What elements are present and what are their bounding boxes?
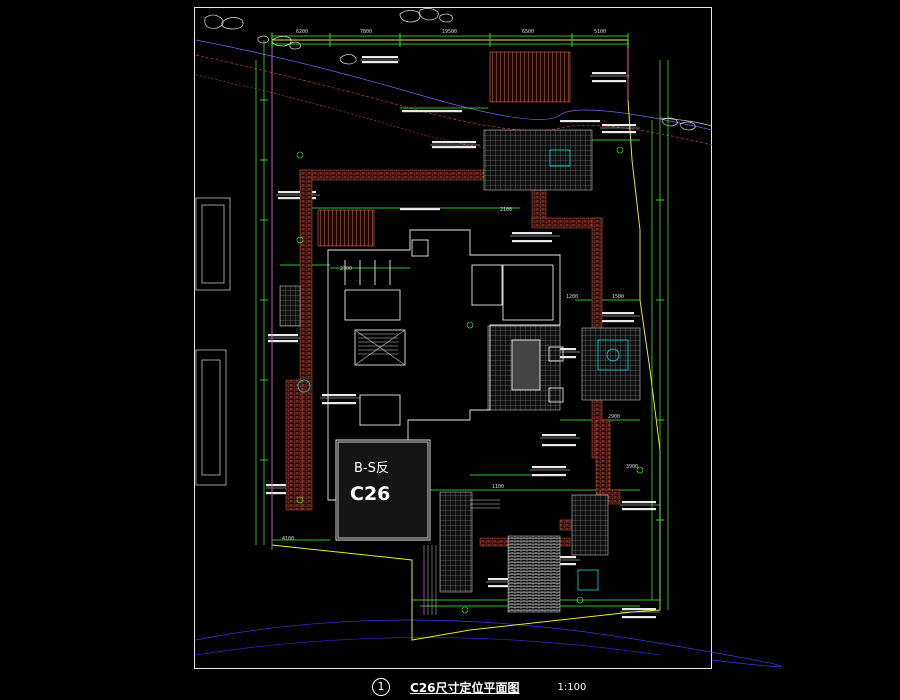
neighbor-buildings [195, 197, 231, 486]
dim-label: 4100 [282, 536, 294, 542]
timber-decks [317, 51, 571, 247]
garage-block [337, 441, 429, 539]
dim-label: 1100 [492, 484, 504, 490]
drawing-scale: 1:100 [557, 681, 587, 693]
drawing-title-block: 1 C26尺寸定位平面图 1:100 [372, 677, 586, 697]
drawing-border [194, 7, 712, 669]
top-dimension-labels: 6200 7800 19500 6500 5100 2100 2300 1100… [282, 29, 638, 542]
plot-code-label: C26 [350, 483, 390, 505]
dim-label: 2900 [608, 414, 620, 420]
dim-label: 2300 [340, 266, 352, 272]
dim-label: 3900 [626, 464, 638, 470]
water-features [297, 149, 629, 591]
house-footprint [327, 229, 564, 541]
dim-label: 1200 [566, 294, 578, 300]
terrain-rocks [204, 8, 453, 65]
dim-label: 7800 [360, 29, 372, 35]
dimension-ticks [260, 33, 664, 521]
drawing-title: C26尺寸定位平面图 [410, 680, 520, 695]
dim-label: 19500 [442, 29, 457, 35]
paved-terraces [279, 129, 641, 613]
dim-label: 1500 [612, 294, 624, 300]
drawing-number: 1 [372, 678, 390, 696]
dim-label: 6500 [522, 29, 534, 35]
planting-symbols [296, 146, 644, 614]
dim-label: 2100 [500, 207, 512, 213]
dim-label: 6200 [296, 29, 308, 35]
edge-lines [271, 48, 629, 615]
dim-label: 5100 [594, 29, 606, 35]
building-type-label: B-S反 [354, 461, 389, 476]
